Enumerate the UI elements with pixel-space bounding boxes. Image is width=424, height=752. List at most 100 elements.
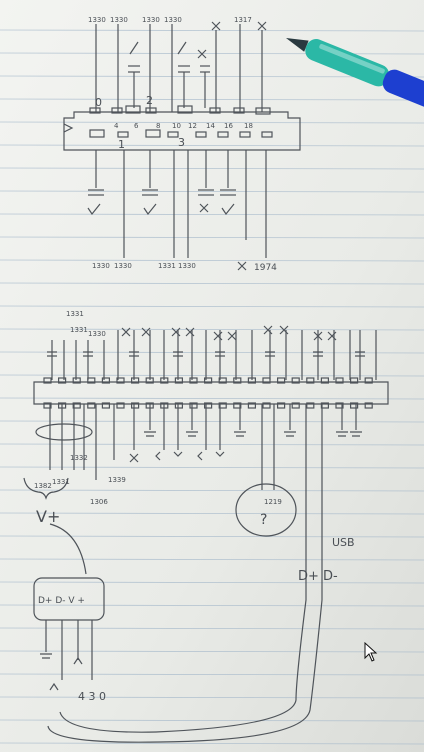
pin-number-8: 8 — [156, 122, 160, 130]
mouse-pointer-icon — [364, 642, 378, 662]
ruled-line — [0, 328, 424, 331]
chip-pin-top — [174, 377, 183, 384]
dplus-dminus-label: D+ D- — [298, 569, 338, 584]
pin-number-10: 10 — [172, 122, 181, 130]
ruled-line — [0, 512, 424, 515]
chip-pin-top — [364, 377, 373, 384]
top-label-4: 1330 — [164, 16, 182, 24]
ruled-line — [0, 489, 424, 492]
chip-pin-bottom — [72, 402, 81, 409]
chip-number-2: 2 — [146, 94, 153, 107]
chip-number-3: 3 — [178, 136, 185, 149]
chip-pin-top — [350, 377, 359, 384]
capacitor-mark — [83, 351, 93, 357]
chip-pin-bottom — [335, 402, 344, 409]
chip-number-1: 1 — [118, 138, 125, 151]
ruled-line — [0, 236, 424, 239]
x-mark — [185, 327, 195, 337]
chip-pin-bottom — [247, 402, 256, 409]
chip-pin-bottom — [101, 402, 111, 409]
x-mark — [263, 325, 273, 335]
ruled-line — [0, 627, 424, 630]
chip-pin-top — [204, 377, 213, 384]
ruled-line — [0, 397, 424, 400]
module-label: D+ D- V + — [38, 596, 85, 606]
chip-number-0: 0 — [95, 96, 102, 109]
chip-pin-bottom — [87, 402, 96, 409]
chip-pin-top — [101, 377, 111, 384]
bottom-top-label-2: 1331 — [70, 326, 88, 334]
bottom-diagram — [23, 325, 389, 743]
ruled-line — [0, 167, 424, 170]
pin-number-14: 14 — [206, 122, 215, 130]
x-mark — [313, 331, 323, 341]
bottom-bottom-label-5: 1339 — [108, 476, 126, 484]
capacitor-mark — [173, 351, 183, 357]
ruled-line — [0, 604, 424, 607]
chip-pin-bottom — [277, 402, 286, 409]
x-mark — [141, 327, 151, 337]
pin-number-16: 16 — [224, 122, 233, 130]
capacitor-mark — [265, 351, 275, 357]
bottom-top-label-3: 1330 — [88, 330, 106, 338]
chip-pin-top — [189, 377, 198, 384]
ruled-lines — [0, 29, 424, 745]
bottom-top-label-1: 1331 — [66, 310, 84, 318]
chip-pin-bottom — [189, 402, 198, 409]
bottom-label-3: 1331 — [158, 262, 176, 270]
chip-pin-top — [233, 377, 242, 384]
top-chip-outline — [63, 111, 301, 151]
top-label-2: 1330 — [110, 16, 128, 24]
x-mark — [213, 331, 223, 341]
capacitor-mark — [313, 351, 323, 357]
bottom-bottom-label-3: 1332 — [70, 454, 88, 462]
top-label-1: 1330 — [88, 16, 106, 24]
chip-pin-bottom — [262, 402, 271, 409]
chip-pin-top — [131, 377, 140, 384]
capacitor-mark — [129, 351, 139, 357]
chip-pin-bottom — [350, 402, 359, 409]
bottom-label-2: 1330 — [114, 262, 132, 270]
chip-pin-top — [87, 377, 96, 384]
bottom-label-1: 1330 — [92, 262, 110, 270]
ruled-line — [0, 420, 424, 423]
capacitor-mark — [47, 351, 57, 357]
ruled-line — [0, 650, 424, 653]
ruled-line — [0, 443, 424, 446]
chip-pin-bottom — [174, 402, 183, 409]
chip-pin-top — [262, 377, 271, 384]
ruled-line — [0, 98, 424, 101]
ruled-line — [0, 742, 424, 745]
chip-pin-bottom — [204, 402, 213, 409]
ruled-line — [0, 190, 424, 193]
x-mark — [121, 327, 131, 337]
chip-pin-bottom — [306, 402, 315, 409]
ruled-line — [0, 144, 424, 147]
ruled-line — [0, 121, 424, 124]
ruled-line — [0, 213, 424, 216]
bottom-bottom-label-2: 1331 — [52, 478, 70, 486]
chip-pin-top — [335, 377, 344, 384]
x-mark — [327, 331, 337, 341]
chip-pin-top — [320, 377, 329, 384]
bottom-bottom-label-4: 1306 — [90, 498, 108, 506]
top-diagram-text: 1330 1330 1330 1330 1317 0 2 1 3 4 6 8 1… — [88, 16, 277, 273]
chip-pin-bottom — [291, 402, 300, 409]
chip-pin-bottom — [364, 402, 373, 409]
ruled-line — [0, 673, 424, 676]
ruled-line — [0, 719, 424, 722]
top-label-3: 1330 — [142, 16, 160, 24]
bottom-code: 4 3 0 — [78, 690, 106, 703]
ruled-line — [0, 282, 424, 285]
chip-pin-bottom — [116, 402, 125, 409]
top-chip-bottom-pins — [89, 129, 273, 138]
capacitor-mark — [355, 351, 365, 357]
ruled-line — [0, 351, 424, 354]
chip-pin-top — [277, 377, 286, 384]
ruled-line — [0, 305, 424, 308]
bottom-label-4: 1330 — [178, 262, 196, 270]
ruled-line — [0, 374, 424, 377]
pin-group-oval — [35, 423, 93, 441]
bottom-chip-top-wires — [47, 325, 377, 380]
